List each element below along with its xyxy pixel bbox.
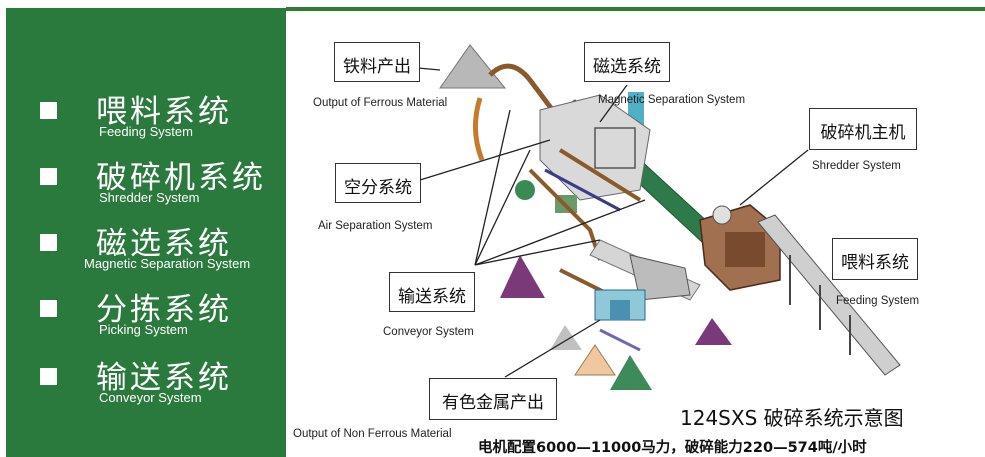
label-shredder-en: Shredder System (812, 160, 901, 172)
label-air-en: Air Separation System (318, 220, 433, 232)
feeding-conveyor (757, 214, 901, 376)
bullet-square-icon (40, 300, 57, 317)
leader-line (739, 149, 809, 206)
leader-line (504, 319, 601, 378)
sidebar-item-en: Picking System (99, 322, 188, 337)
sidebar: 喂料系统 Feeding System 破碎机系统 Shredder Syste… (6, 8, 286, 457)
sorting-unit (629, 254, 691, 301)
label-air: 空分系统 (335, 163, 421, 203)
label-nonferrous: 有色金属产出 (429, 378, 557, 420)
label-feeding-en: Feeding System (836, 295, 920, 307)
diagonal-belt (558, 148, 642, 202)
picking-station (610, 300, 630, 320)
bullet-square-icon (40, 234, 57, 251)
purple-pile (695, 318, 732, 345)
label-conveyor-en: Conveyor System (383, 326, 474, 338)
sidebar-item-zh: 输送系统 (96, 360, 232, 396)
diagram-subtitle: 电机配置6000—11000马力，破碎能力220—574吨/小时 (478, 440, 867, 456)
sidebar-item-zh: 喂料系统 (96, 94, 232, 130)
magnetic-frame (594, 127, 636, 169)
purple-pile (500, 255, 545, 298)
sidebar-item-en: Conveyor System (99, 390, 202, 405)
leader-line (474, 239, 601, 266)
picking-belt (599, 328, 641, 352)
leader-line (474, 109, 511, 266)
label-shredder: 破碎机主机 (809, 108, 917, 150)
leader-line (417, 67, 441, 71)
sidebar-item-en: Shredder System (99, 190, 200, 205)
shredder-hopper (712, 205, 732, 225)
label-nonferrous-en: Output of Non Ferrous Material (293, 428, 452, 440)
ferrous-pile (439, 44, 507, 89)
diagonal-belt (544, 168, 621, 212)
label-magnetic-en: Magnetic Separation System (598, 94, 746, 106)
ferrous-conveyor (488, 63, 562, 122)
sidebar-item-en: Feeding System (99, 124, 193, 139)
nonferrous-pile (550, 325, 582, 350)
bullet-square-icon (40, 168, 57, 185)
nonferrous-pile (610, 355, 652, 390)
sidebar-item-en: Magnetic Separation System (84, 256, 251, 271)
bullet-square-icon (40, 102, 57, 119)
leader-line (474, 149, 531, 266)
top-divider (286, 7, 985, 11)
sidebar-item-zh: 分拣系统 (96, 292, 232, 328)
bullet-square-icon (40, 368, 57, 385)
label-ferrous-en: Output of Ferrous Material (313, 97, 448, 109)
diagram-title: 124SXS 破碎系统示意图 (680, 406, 904, 430)
leader-line (474, 199, 646, 266)
leader-line (599, 84, 628, 123)
shredder-housing (725, 232, 765, 267)
air-separator (515, 180, 535, 200)
leader-line (419, 139, 551, 181)
nonferrous-pile (574, 344, 616, 376)
label-magnetic: 磁选系统 (584, 42, 670, 82)
sidebar-item-zh: 磁选系统 (96, 226, 232, 262)
air-duct (472, 97, 485, 161)
label-conveyor: 输送系统 (389, 272, 475, 312)
label-ferrous: 铁料产出 (334, 42, 420, 82)
label-feeding: 喂料系统 (832, 238, 918, 280)
sidebar-item-zh: 破碎机系统 (96, 160, 266, 196)
